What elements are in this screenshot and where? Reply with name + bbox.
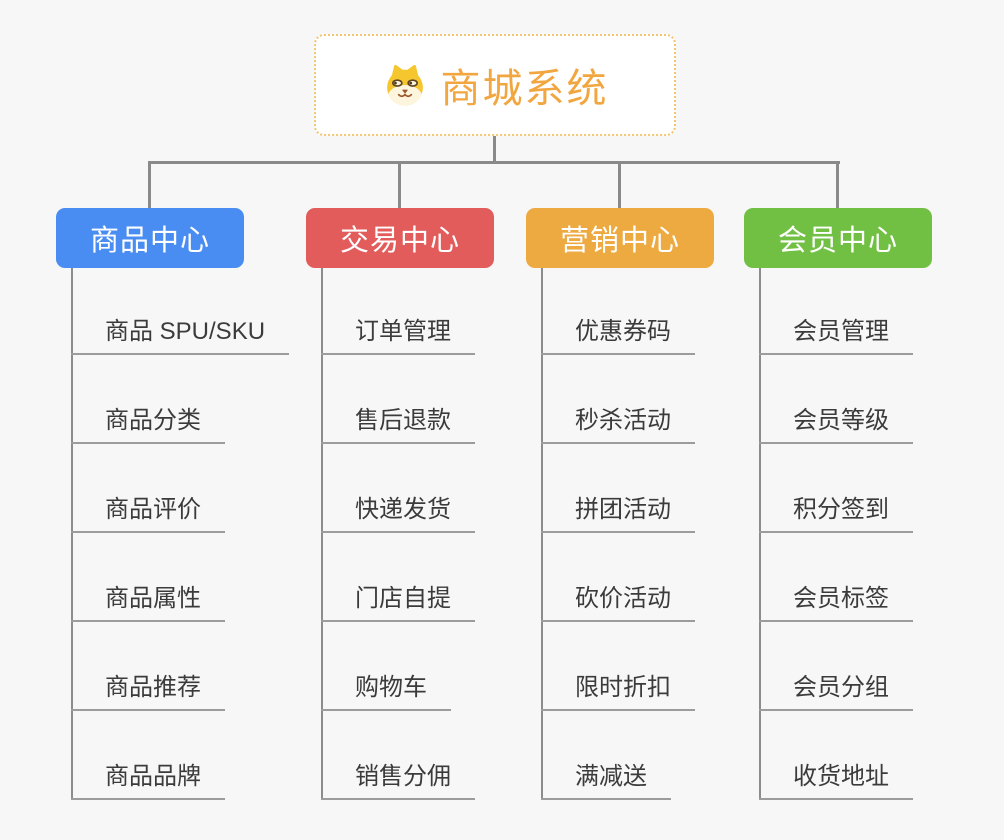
leaf-topic[interactable]: 限时折扣 <box>541 669 695 711</box>
leaf-topic[interactable]: 商品分类 <box>71 402 225 444</box>
leaf-topic[interactable]: 满减送 <box>541 758 671 800</box>
branch-header-trade-center[interactable]: 交易中心 <box>306 208 494 268</box>
leaf-topic[interactable]: 商品推荐 <box>71 669 225 711</box>
leaf-topic[interactable]: 快递发货 <box>321 491 475 533</box>
branch-trunk-line <box>759 268 761 800</box>
leaf-topic[interactable]: 门店自提 <box>321 580 475 622</box>
leaf-topic[interactable]: 订单管理 <box>321 313 475 355</box>
connector-drop-product-center <box>148 161 151 209</box>
leaf-topic[interactable]: 会员等级 <box>759 402 913 444</box>
connector-root-drop <box>493 136 496 163</box>
connector-drop-marketing-center <box>618 161 621 209</box>
leaf-topic[interactable]: 拼团活动 <box>541 491 695 533</box>
connector-horizontal-bus <box>148 161 840 164</box>
leaf-topic[interactable]: 购物车 <box>321 669 451 711</box>
branch-member-center: 会员中心 会员管理 会员等级 积分签到 会员标签 会员分组 收货地址 <box>744 208 932 808</box>
leaf-topic[interactable]: 积分签到 <box>759 491 913 533</box>
branch-header-marketing-center[interactable]: 营销中心 <box>526 208 714 268</box>
branch-marketing-center: 营销中心 优惠券码 秒杀活动 拼团活动 砍价活动 限时折扣 满减送 <box>526 208 714 808</box>
leaf-topic[interactable]: 商品 SPU/SKU <box>71 313 290 355</box>
leaf-topic[interactable]: 会员分组 <box>759 669 913 711</box>
leaf-topic[interactable]: 秒杀活动 <box>541 402 695 444</box>
leaf-topic[interactable]: 收货地址 <box>759 758 913 800</box>
leaf-topic[interactable]: 会员标签 <box>759 580 913 622</box>
branch-header-product-center[interactable]: 商品中心 <box>56 208 244 268</box>
leaf-topic[interactable]: 砍价活动 <box>541 580 695 622</box>
shiba-dog-face-icon <box>386 64 423 106</box>
leaf-topic[interactable]: 商品属性 <box>71 580 225 622</box>
leaf-topic[interactable]: 商品品牌 <box>71 758 225 800</box>
branch-header-member-center[interactable]: 会员中心 <box>744 208 932 268</box>
branch-trunk-line <box>541 268 543 800</box>
branch-trunk-line <box>71 268 73 800</box>
leaf-topic[interactable]: 销售分佣 <box>321 758 475 800</box>
branch-product-center: 商品中心 商品 SPU/SKU 商品分类 商品评价 商品属性 商品推荐 商品品牌 <box>56 208 290 808</box>
leaf-topic[interactable]: 优惠券码 <box>541 313 695 355</box>
connector-drop-trade-center <box>398 161 401 209</box>
branch-trunk-line <box>321 268 323 800</box>
connector-drop-member-center <box>836 161 839 209</box>
root-topic-title: 商城系统 <box>440 67 609 111</box>
branch-trade-center: 交易中心 订单管理 售后退款 快递发货 门店自提 购物车 销售分佣 <box>306 208 494 808</box>
leaf-topic[interactable]: 会员管理 <box>759 313 913 355</box>
leaf-topic[interactable]: 售后退款 <box>321 402 475 444</box>
leaf-topic[interactable]: 商品评价 <box>71 491 225 533</box>
root-topic[interactable]: 商城系统 <box>314 34 676 136</box>
